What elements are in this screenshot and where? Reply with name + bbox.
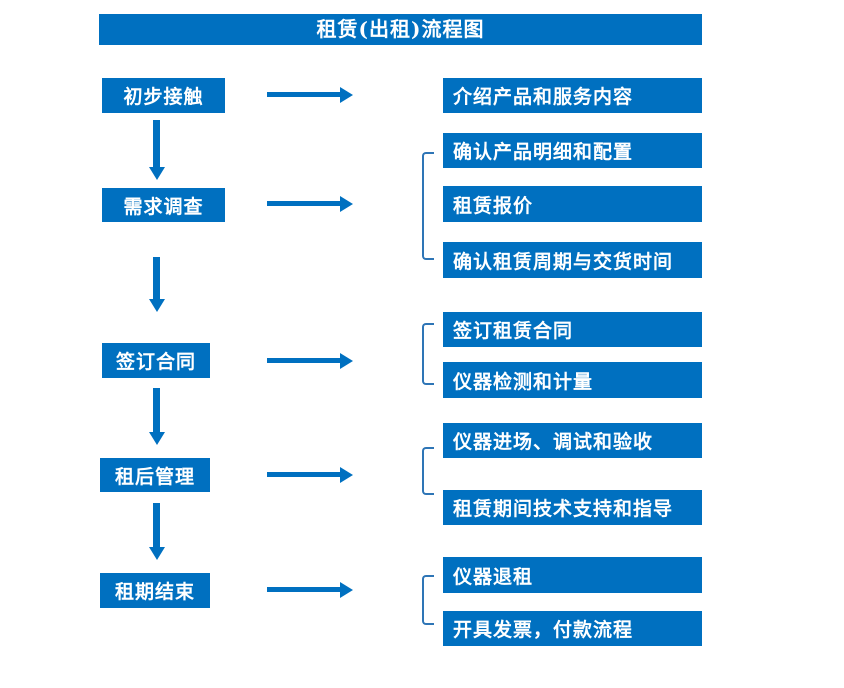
output-box-sign-rental-contract: 签订租赁合同 xyxy=(443,312,702,347)
output-box-instrument-return: 仪器退租 xyxy=(443,557,702,593)
arrow-right-icon xyxy=(267,87,353,103)
stage-box-demand-survey: 需求调查 xyxy=(102,188,225,222)
flowchart-title: 租赁(出租)流程图 xyxy=(99,14,702,45)
output-box-instrument-entry: 仪器进场、调试和验收 xyxy=(443,423,702,458)
arrow-down-icon xyxy=(149,503,165,560)
stage-box-post-rental-management: 租后管理 xyxy=(100,458,210,492)
arrow-down-icon xyxy=(149,120,165,180)
output-box-rental-quote: 租赁报价 xyxy=(443,186,702,222)
arrow-right-icon xyxy=(267,582,353,598)
output-box-confirm-rental-period: 确认租赁周期与交货时间 xyxy=(443,242,702,278)
output-box-invoice-payment: 开具发票，付款流程 xyxy=(443,611,702,646)
arrow-right-icon xyxy=(267,467,353,483)
bracket-group-post-rental xyxy=(422,447,434,495)
arrow-right-icon xyxy=(267,353,353,369)
stage-box-rental-end: 租期结束 xyxy=(100,573,210,608)
output-box-confirm-product-details: 确认产品明细和配置 xyxy=(443,133,702,168)
stage-box-initial-contact: 初步接触 xyxy=(102,78,225,113)
arrow-down-icon xyxy=(149,388,165,445)
bracket-group-rental-end xyxy=(422,575,434,625)
output-box-introduce-products: 介绍产品和服务内容 xyxy=(443,78,702,113)
arrow-down-icon xyxy=(149,257,165,312)
output-box-instrument-testing: 仪器检测和计量 xyxy=(443,362,702,398)
bracket-group-sign-contract xyxy=(422,323,434,385)
output-box-tech-support: 租赁期间技术支持和指导 xyxy=(443,490,702,525)
arrow-right-icon xyxy=(267,196,353,212)
stage-box-sign-contract: 签订合同 xyxy=(102,343,210,378)
bracket-group-demand-survey xyxy=(422,152,434,260)
